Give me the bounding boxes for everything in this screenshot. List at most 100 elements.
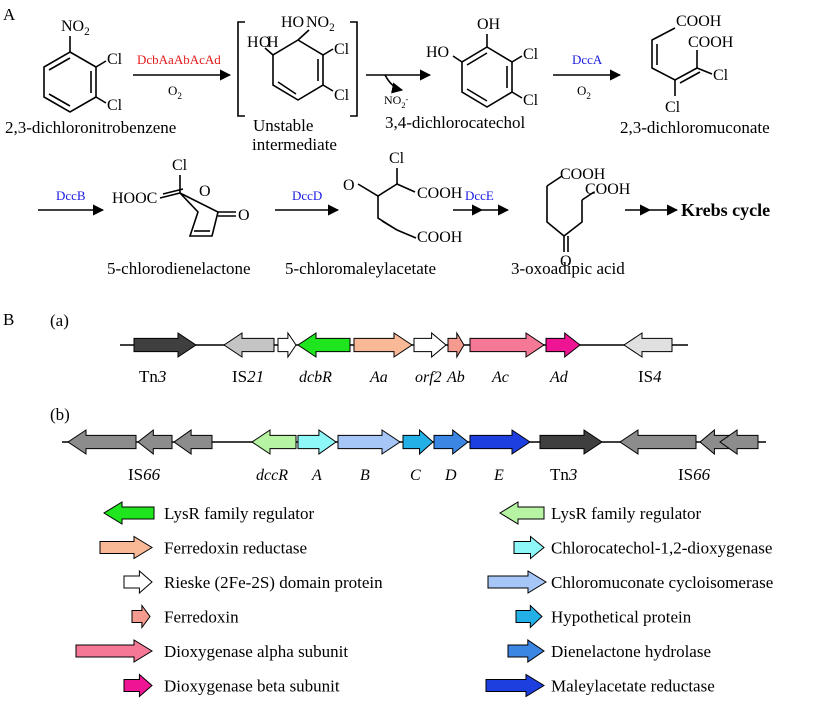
atom-h: H: [247, 34, 259, 51]
atom-cl: Cl: [107, 51, 123, 68]
enzyme-dcce: DccE: [465, 188, 494, 203]
gene-arrow-b-3: [251, 429, 297, 455]
atom-oh: OH: [477, 16, 501, 33]
atom-o: O: [560, 253, 572, 270]
legend-arrow: [485, 673, 545, 698]
cluster-a: [133, 331, 673, 359]
legend-arrow: [123, 673, 153, 698]
legend-label: Maleylacetate reductase: [551, 677, 715, 696]
legend-label: Ferredoxin reductase: [164, 539, 307, 558]
gene-arrow-a-5: [413, 331, 447, 359]
cluster-b-labels: IS66 dccR A B C D E Tn3 IS66: [128, 465, 711, 484]
legend-arrow: [507, 639, 545, 663]
atom-o: O: [238, 207, 250, 224]
gene-arrow-b-10: [619, 429, 697, 455]
gene-label: E: [493, 467, 504, 484]
atom-no2: NO2: [61, 18, 90, 38]
panel-b-label: B: [3, 310, 14, 329]
compound-chloromaleylacetate: O Cl COOH COOH: [343, 150, 463, 246]
legend-arrow: [103, 501, 155, 525]
cluster-a-labels: Tn3 IS21 dcbR Aa orf2 Ab Ac Ad IS4: [139, 367, 662, 386]
atom-h: H: [267, 34, 279, 51]
gene-label: Aa: [369, 369, 388, 386]
atom-cl: Cl: [389, 150, 405, 167]
gene-arrow-a-1: [223, 332, 275, 358]
legend-label: Hypothetical protein: [551, 608, 692, 627]
gene-label: C: [410, 467, 421, 484]
gene-label: B: [360, 467, 370, 484]
subpanel-b-label: (b): [50, 405, 70, 424]
legend-arrow: [75, 639, 153, 663]
enzyme-dccb: DccB: [56, 188, 86, 203]
atom-cl: Cl: [334, 87, 350, 104]
gene-label: IS66: [128, 465, 161, 484]
gene-arrow-b-6: [402, 428, 434, 456]
gene-arrow-b-5: [337, 429, 401, 455]
gene-arrow-a-6: [447, 331, 465, 359]
enzyme-dccd: DccD: [292, 188, 322, 203]
gene-label: D: [444, 467, 457, 484]
gene-label: IS21: [232, 367, 264, 386]
compound-name-line2: intermediate: [252, 135, 337, 154]
gene-arrow-a-0: [133, 332, 197, 358]
legend-arrow: [513, 535, 545, 560]
atom-cl: Cl: [523, 92, 539, 109]
krebs-cycle-label: Krebs cycle: [681, 200, 770, 220]
compound-chlorodienelactone: Cl HOOC O O: [112, 157, 250, 237]
gene-label: Ad: [549, 369, 569, 386]
gene-label: Tn3: [550, 465, 577, 484]
gene-arrow-b-12: [719, 429, 759, 455]
atom-cl: Cl: [172, 157, 188, 174]
gene-arrow-b-2: [173, 429, 213, 455]
gene-label: orf2: [415, 369, 442, 386]
atom-ho: HO: [426, 44, 449, 61]
compound-name: 2,3-dichloronitrobenzene: [5, 118, 176, 137]
legend-arrow: [499, 501, 545, 525]
gene-label: dccR: [256, 467, 288, 484]
legend-arrow: [99, 535, 153, 560]
atom-cl: Cl: [107, 97, 123, 114]
gene-arrow-a-8: [545, 331, 581, 359]
gene-arrow-b-4: [297, 429, 337, 455]
legend-label: Rieske (2Fe-2S) domain protein: [164, 573, 383, 592]
legend-label: Dienelactone hydrolase: [551, 642, 711, 661]
atom-hooc: HOOC: [112, 190, 157, 207]
legend-arrow: [131, 603, 151, 630]
gene-label: IS66: [678, 465, 711, 484]
legend-label: LysR family regulator: [164, 504, 314, 523]
atom-ho: HO: [281, 14, 304, 31]
atom-cl: Cl: [713, 67, 729, 84]
compound-name: 3,4-dichlorocatechol: [385, 113, 525, 132]
legend-arrow: [123, 569, 153, 595]
gene-label: IS4: [638, 367, 662, 386]
compound-dichlorocatechol: OH HO Cl Cl: [426, 16, 539, 109]
gene-arrow-b-7: [433, 428, 469, 456]
gene-arrow-b-9: [539, 429, 603, 455]
compound-name: 2,3-dichloromuconate: [620, 118, 770, 137]
atom-o: O: [199, 183, 211, 200]
atom-cl: Cl: [334, 41, 350, 58]
compound-name-line1: Unstable: [253, 116, 313, 135]
atom-cl: Cl: [523, 46, 539, 63]
subpanel-a-label: (a): [50, 311, 69, 330]
atom-cooh: COOH: [560, 166, 606, 183]
legend-label: Dioxygenase alpha subunit: [164, 642, 348, 661]
gene-arrow-a-9: [623, 332, 673, 358]
gene-arrow-a-7: [469, 332, 545, 358]
cofactor-o2: O2: [577, 83, 591, 101]
atom-cooh: COOH: [676, 13, 722, 30]
legend-label: Dioxygenase beta subunit: [164, 677, 340, 696]
atom-cooh: COOH: [688, 34, 734, 51]
legend-arrow: [515, 604, 543, 629]
legend-label: Ferredoxin: [164, 608, 239, 627]
gene-arrow-b-8: [469, 429, 531, 455]
gene-arrow-b-1: [137, 428, 173, 456]
compound-name: 5-chlorodienelactone: [107, 259, 251, 278]
legend-arrow: [487, 570, 547, 594]
atom-cooh: COOH: [417, 185, 463, 202]
enzyme-dcca: DccA: [572, 52, 603, 67]
atom-cooh: COOH: [585, 181, 631, 198]
enzyme-dcb: DcbAaAbAcAd: [137, 52, 221, 67]
